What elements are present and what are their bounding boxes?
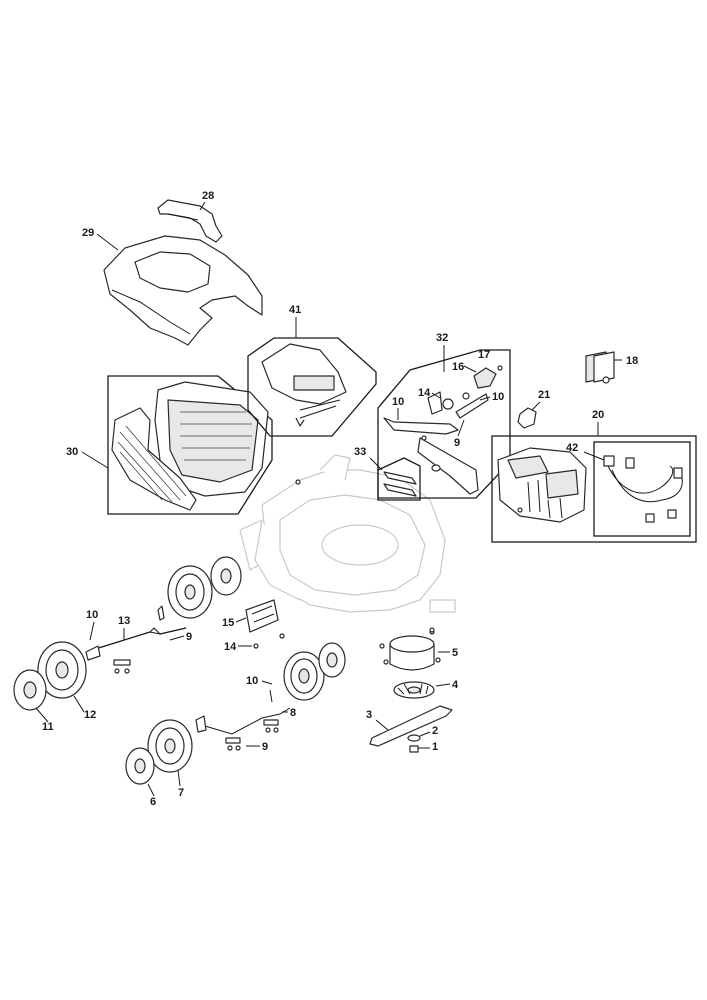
part-18-filter [585, 351, 615, 384]
part-6-front-hubcap [125, 747, 155, 785]
label-12: 12 [84, 709, 96, 721]
part-13-rear-axle [85, 605, 187, 674]
label-15: 15 [222, 617, 234, 629]
rear-wheel-upper [167, 556, 242, 619]
label-9-rear: 9 [186, 631, 192, 643]
label-4: 4 [452, 679, 459, 691]
part-11-rear-hubcap [13, 669, 47, 711]
label-14-lower: 14 [224, 641, 237, 653]
part-2-washer [407, 734, 421, 742]
part-12-rear-wheel [37, 641, 87, 699]
label-10-front: 10 [246, 675, 258, 687]
part-8-front-axle [195, 689, 291, 751]
label-17: 17 [478, 349, 490, 361]
part-42-wiring-harness [603, 455, 683, 523]
part-1-bolt [409, 745, 419, 753]
part-15-cover-plate [245, 599, 279, 633]
label-14-upper: 14 [418, 387, 431, 399]
label-7: 7 [178, 787, 184, 799]
label-33: 33 [354, 446, 366, 458]
label-1: 1 [432, 741, 438, 753]
label-20: 20 [592, 409, 604, 421]
part-20-motor-housing[interactable] [491, 435, 697, 543]
part-5-motor [379, 629, 441, 671]
label-5: 5 [452, 647, 458, 659]
label-13: 13 [118, 615, 130, 627]
label-42: 42 [566, 442, 578, 454]
label-18: 18 [626, 355, 638, 367]
part-28-handle-grip [157, 199, 223, 243]
part-30-grass-collector-box[interactable] [107, 375, 273, 515]
label-3: 3 [366, 709, 372, 721]
label-10-upper-right: 10 [492, 391, 504, 403]
label-9-upper: 9 [454, 437, 460, 449]
label-21: 21 [538, 389, 550, 401]
part-4-fan [393, 681, 435, 699]
label-41: 41 [289, 304, 301, 316]
part-3-blade [369, 705, 453, 747]
part-21-plug [517, 407, 537, 429]
label-28: 28 [202, 190, 214, 202]
label-11: 11 [42, 721, 54, 733]
mower-deck [239, 454, 456, 613]
label-9-front: 9 [262, 741, 268, 753]
label-6: 6 [150, 796, 156, 808]
label-16: 16 [452, 361, 464, 373]
label-2: 2 [432, 725, 438, 737]
label-10-upper-left: 10 [392, 396, 404, 408]
part-41-collector-lid [247, 337, 377, 437]
part-32-switch-assembly[interactable] [377, 349, 511, 499]
label-30: 30 [66, 446, 78, 458]
label-10-rear: 10 [86, 609, 98, 621]
label-29: 29 [82, 227, 94, 239]
label-32: 32 [436, 332, 448, 344]
label-8: 8 [290, 707, 296, 719]
part-33-bracket [377, 457, 421, 501]
part-7-front-wheel [147, 719, 193, 773]
front-wheel-upper [283, 642, 346, 701]
part-29-top-cover [103, 235, 263, 346]
